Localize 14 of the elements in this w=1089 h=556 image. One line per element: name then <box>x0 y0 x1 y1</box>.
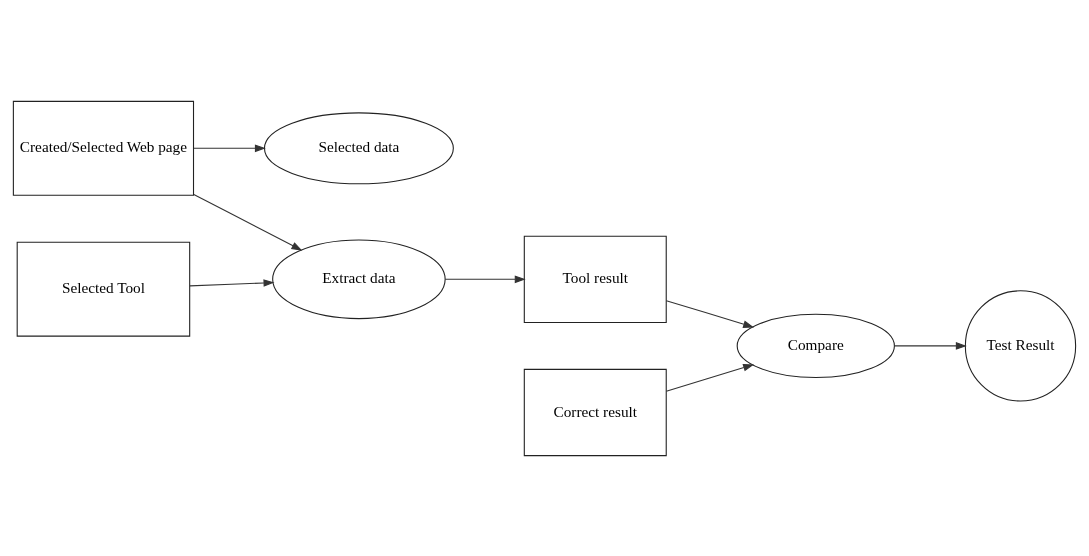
node-box: Correct result <box>523 368 667 456</box>
node-ellipse: Selected data <box>263 111 454 184</box>
arrow <box>665 299 755 328</box>
arrow <box>444 275 526 283</box>
node-box: Selected Tool <box>16 241 191 337</box>
arrow <box>193 193 303 251</box>
arrow <box>665 363 755 392</box>
node-ellipse: Compare <box>736 313 895 378</box>
arrow <box>894 341 967 350</box>
node-box: Tool result <box>523 235 667 323</box>
arrow <box>193 144 266 152</box>
arrow <box>189 278 275 287</box>
node-circle: Test Result <box>964 289 1077 402</box>
node-box: Created/Selected Web page <box>12 100 195 196</box>
